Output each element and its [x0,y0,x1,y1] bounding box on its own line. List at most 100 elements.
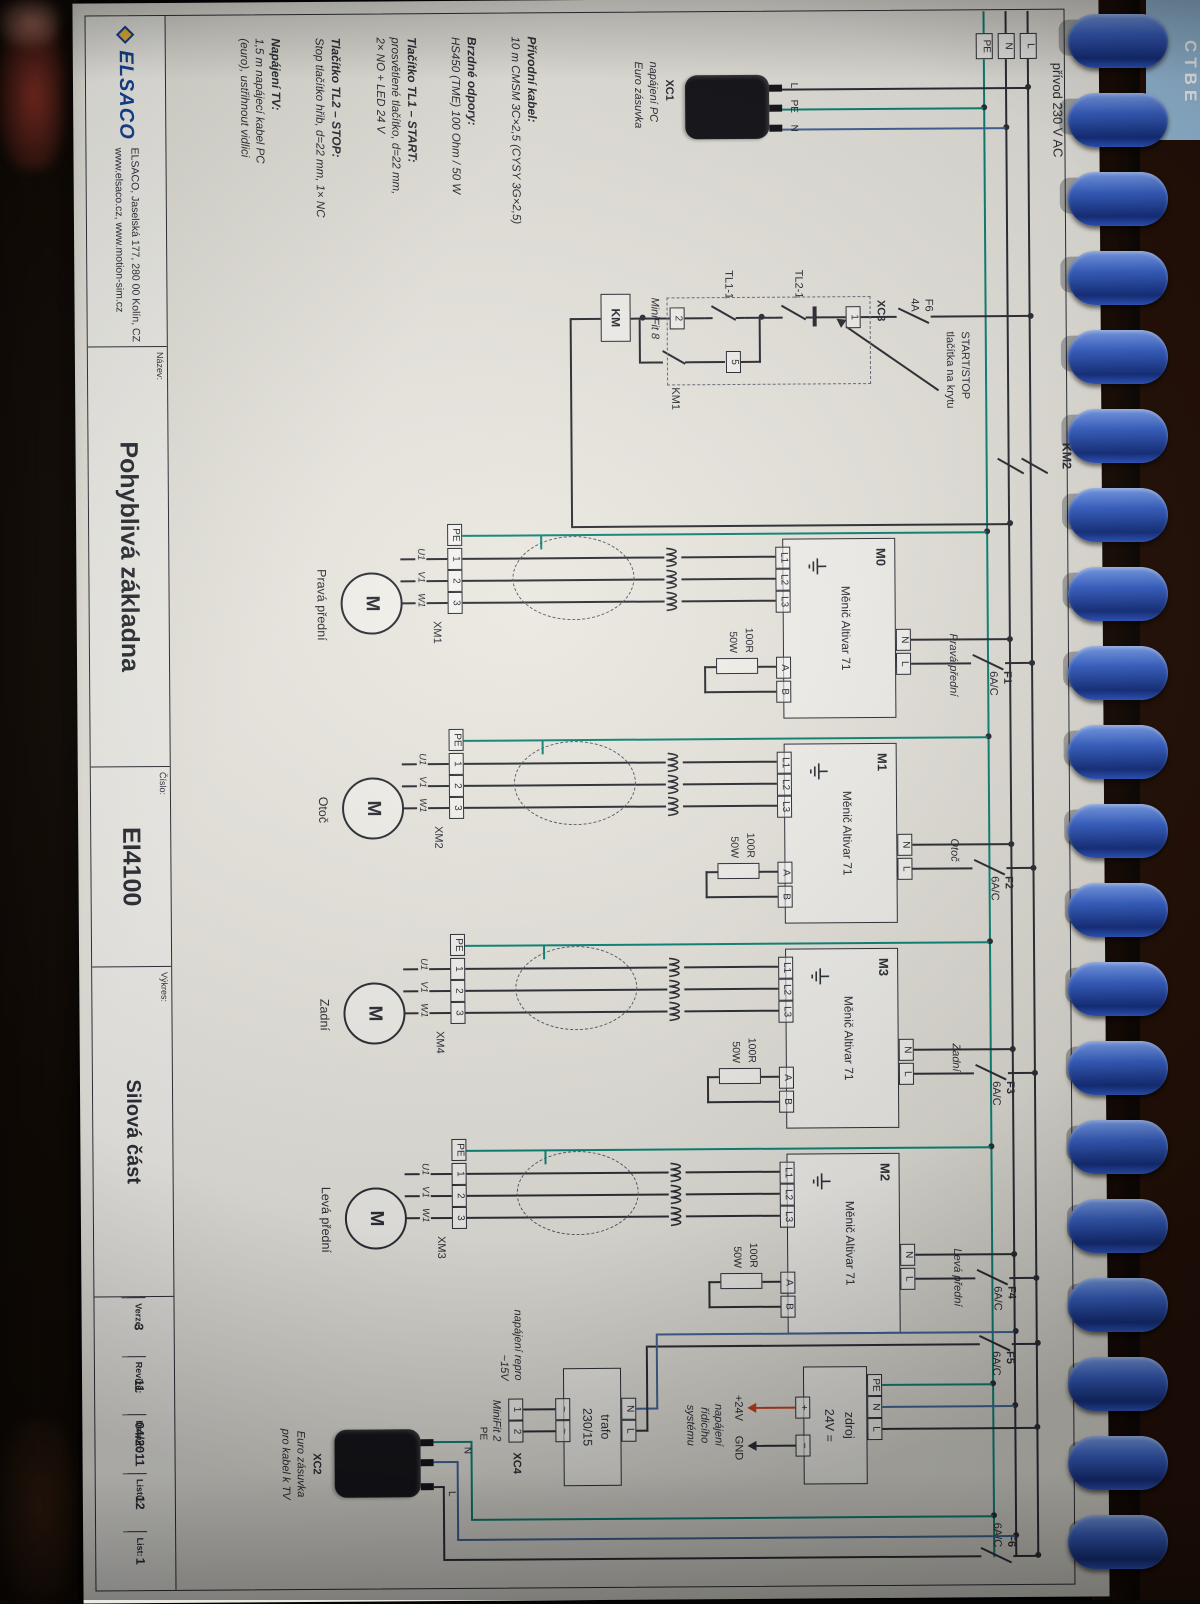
motor-term-W1: W1 [416,797,429,814]
drive-fuse-symbol [972,653,1004,671]
ground-icon [808,558,827,575]
wire [707,1100,780,1104]
binder-ring [1068,251,1168,305]
trafo-term-L: L [621,1419,637,1442]
wire [704,666,707,694]
trafo-label: trafo [598,1414,613,1440]
drives-layer: F1 6A/C Pravá přední N L M0 Měnič Altiva… [72,0,1109,1604]
trafo-term-ac1: ~ [555,1398,571,1421]
ground-icon [812,1173,831,1190]
xm-term-2: 2 [450,979,466,1002]
binder-ring [1068,409,1168,463]
wire [684,965,779,969]
drive-area-label: Otoč [948,838,961,862]
inverter-term-N: N [897,833,913,856]
xm-term-PE: PE [447,523,463,546]
xc2-pin-N: N [461,1446,473,1455]
motor-term-V1: V1 [417,980,430,994]
inverter-name: M1 [874,752,890,772]
drive-area-label: Levá přední [951,1248,964,1307]
wire [685,1214,780,1218]
trafo-label2: 230/15 [580,1407,595,1447]
decor [808,558,827,575]
motor-term-U1: U1 [414,547,427,562]
motor-symbol: M [340,572,403,635]
inverter-term-L3: L3 [778,1000,794,1023]
resistor-value: 100R [742,627,755,653]
motor-drive-unit: F4 6A/C Levá přední N L M2 Měnič Altivar… [166,1138,1107,1348]
xm-term-1: 1 [447,547,463,570]
psu-term-L: L [867,1417,883,1441]
schematic-paper: ELSACO ELSACO, Jaselská 177, 280 00 Kolí… [72,0,1110,1604]
binder-ring [1068,1199,1168,1253]
binder-ring [1068,14,1168,68]
motor-term-W1: W1 [415,592,427,609]
plug-pin [420,1439,434,1447]
xc2-id: XC2 [310,1453,323,1475]
inverter-term-N: N [898,1038,914,1061]
xc4-minifit-label: MiniFit 2 [490,1399,503,1442]
binder-ring [1068,93,1168,147]
psu-term-minus: − [795,1434,811,1457]
plug-pin [420,1483,434,1491]
xm-term-3: 3 [451,1206,467,1229]
trafo-term-ac2: ~ [555,1420,571,1443]
motor-term-U1: U1 [417,957,430,972]
wire [760,1075,779,1078]
drive-area-label: Pravá přední [946,633,960,697]
binder-ring [1068,1436,1168,1490]
wire [683,804,778,808]
drive-fuse-id: F3 [1003,1081,1017,1094]
wire [540,535,543,550]
wire [685,1170,780,1174]
motor-term-W1: W1 [419,1207,431,1224]
wire [681,555,776,559]
binder-ring [1068,330,1168,384]
xc2-fuse-rating: 6A/C [990,1505,1003,1548]
schematic-layer: přívod 230 V AC L N PE KM2 L PE N [72,0,1109,1604]
inverter-term-B: B [779,1090,795,1113]
binder-ring [1068,962,1168,1016]
wire [433,1486,445,1489]
drive-fuse-rating: 6A/C [989,1081,1003,1106]
wire [681,599,776,603]
arrow-gnd [747,1440,757,1451]
brake-resistor [720,1272,763,1290]
schematic-sheet: ELSACO ELSACO, Jaselská 177, 280 00 Kolí… [72,0,1109,1604]
inverter-term-L2: L2 [778,978,794,1001]
drive-area-label: Zadní [949,1043,962,1072]
wire [759,870,778,873]
wire [910,638,1009,641]
decor [812,1173,831,1190]
wire [1005,661,1032,665]
xm-term-PE: PE [448,728,464,751]
inverter-term-L1: L1 [775,546,791,569]
inverter-term-L3: L3 [779,1205,795,1228]
xc4-pin-2: 2 [508,1420,524,1443]
inverter-term-L3: L3 [775,590,791,613]
xm-term-1: 1 [451,1162,467,1185]
wire [912,843,1011,846]
decor [667,752,679,817]
inverter-term-L: L [900,1267,916,1290]
resistor-power: 50W [728,836,741,859]
motor-term-V1: V1 [416,775,428,789]
motor-drive-unit: F1 6A/C Pravá přední N L M0 Měnič Altiva… [162,523,1103,733]
binder-ring [1068,1120,1168,1174]
xm-term-1: 1 [450,957,466,980]
binder-ring [1068,804,1168,858]
wire [705,895,778,899]
inverter-device: Měnič Altivar 71 [842,1200,858,1286]
resistor-value: 100R [747,1242,760,1268]
binder-ring [1068,725,1168,779]
xm-term-PE: PE [449,933,466,956]
cable-shield [513,740,637,826]
drive-fuse-id: F2 [1002,876,1015,889]
binder-ring [1068,1357,1168,1411]
xc2-pin-PE: PE [477,1426,489,1441]
trafo-fuse-id: F5 [1003,1351,1016,1364]
binder-ring [1068,1515,1168,1569]
inverter-term-L: L [898,1062,914,1085]
inverter-device: Měnič Altivar 71 [838,585,854,671]
wire [1006,866,1033,870]
